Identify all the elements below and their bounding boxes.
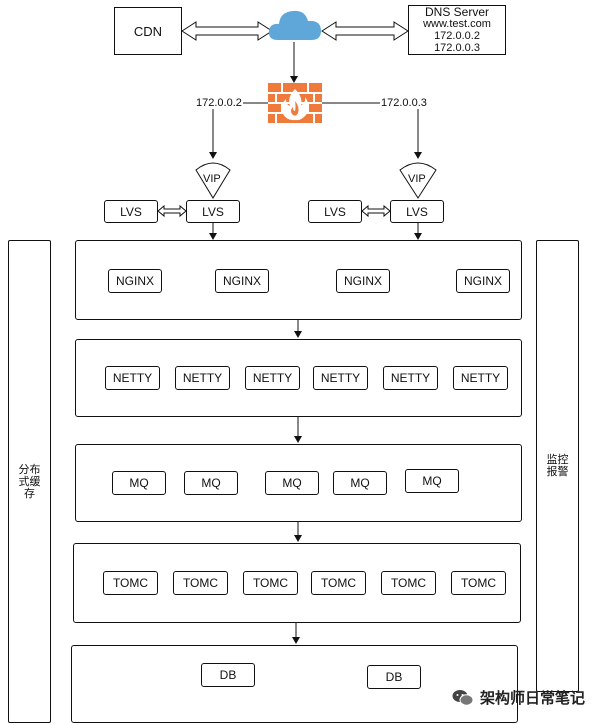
nginx-node: NGINX [456, 269, 510, 293]
db-label: DB [385, 670, 403, 684]
cloud-dns-double-arrow [321, 21, 409, 41]
dns-server-node: DNS Server www.test.com 172.0.0.2 172.0.… [408, 5, 506, 55]
mq-label: MQ [129, 476, 149, 490]
db-node: DB [201, 663, 255, 687]
nginx-node: NGINX [108, 269, 162, 293]
netty-label: NETTY [460, 371, 501, 385]
netty-node: NETTY [105, 366, 160, 390]
dns-host: www.test.com [423, 18, 491, 30]
mq-node: MQ [333, 471, 387, 495]
mq-label: MQ [422, 474, 442, 488]
tomc-label: TOMC [390, 576, 427, 590]
nginx-label: NGINX [343, 274, 382, 288]
netty-node: NETTY [453, 366, 508, 390]
distributed-cache-label: 分布式缓存 [18, 463, 41, 500]
lvs-label: LVS [406, 204, 428, 219]
nginx-node: NGINX [336, 269, 390, 293]
dns-ip-1: 172.0.0.2 [434, 30, 480, 42]
nginx-label: NGINX [222, 274, 261, 288]
mq-node: MQ [405, 469, 459, 493]
lvs-right-double-arrow [361, 204, 391, 218]
netty-node: NETTY [245, 366, 300, 390]
lvs-label: LVS [120, 204, 142, 219]
tomc-label: TOMC [460, 576, 497, 590]
netty-label: NETTY [390, 371, 431, 385]
monitor-alert-label: 监控报警 [546, 454, 569, 478]
lvs-label: LVS [324, 204, 346, 219]
tomc-label: TOMC [182, 576, 219, 590]
tomc-node: TOMC [103, 571, 158, 595]
cdn-label: CDN [133, 23, 163, 39]
firewall-icon [268, 83, 322, 123]
watermark-text: 架构师日常笔记 [480, 690, 586, 707]
netty-node: NETTY [175, 366, 230, 390]
mq-label: MQ [282, 476, 302, 490]
tomc-node: TOMC [381, 571, 436, 595]
lvs-label: LVS [202, 204, 224, 219]
ip-left-label: 172.0.0.2 [195, 97, 243, 109]
nginx-label: NGINX [115, 274, 154, 288]
lvs-right-main: LVS [390, 200, 444, 223]
mq-node: MQ [265, 471, 319, 495]
db-node: DB [367, 665, 421, 689]
nginx-label: NGINX [463, 274, 502, 288]
netty-label: NETTY [320, 371, 361, 385]
dns-ip-2: 172.0.0.3 [434, 42, 480, 54]
dns-title: DNS Server [424, 5, 489, 19]
vip-right-label: VIP [408, 173, 426, 185]
netty-node: NETTY [313, 366, 368, 390]
db-tier-panel [71, 645, 518, 723]
lvs-left-double-arrow [157, 204, 187, 218]
mq-node: MQ [184, 471, 238, 495]
tomc-node: TOMC [451, 571, 506, 595]
tomc-node: TOMC [311, 571, 366, 595]
netty-label: NETTY [182, 371, 223, 385]
ip-right-label: 172.0.0.3 [380, 97, 428, 109]
monitor-alert-panel: 监控报警 [536, 240, 579, 692]
tomc-node: TOMC [173, 571, 228, 595]
mq-node: MQ [112, 471, 166, 495]
db-label: DB [219, 668, 237, 682]
tomc-label: TOMC [320, 576, 357, 590]
tomc-label: TOMC [112, 576, 149, 590]
lvs-right-backup: LVS [308, 200, 362, 223]
watermark: 架构师日常笔记 [452, 687, 585, 708]
vip-left-label: VIP [203, 173, 221, 185]
nginx-node: NGINX [215, 269, 269, 293]
tomc-label: TOMC [252, 576, 289, 590]
cdn-node: CDN [114, 7, 182, 55]
mq-label: MQ [201, 476, 221, 490]
netty-label: NETTY [112, 371, 153, 385]
mq-label: MQ [350, 476, 370, 490]
distributed-cache-panel: 分布式缓存 [8, 240, 51, 723]
lvs-left-main: LVS [186, 200, 240, 223]
tomc-node: TOMC [243, 571, 298, 595]
wechat-icon [452, 689, 474, 706]
netty-node: NETTY [383, 366, 438, 390]
netty-label: NETTY [252, 371, 293, 385]
lvs-left-backup: LVS [104, 200, 158, 223]
cloud-icon [268, 10, 321, 40]
cdn-cloud-double-arrow [181, 21, 273, 41]
